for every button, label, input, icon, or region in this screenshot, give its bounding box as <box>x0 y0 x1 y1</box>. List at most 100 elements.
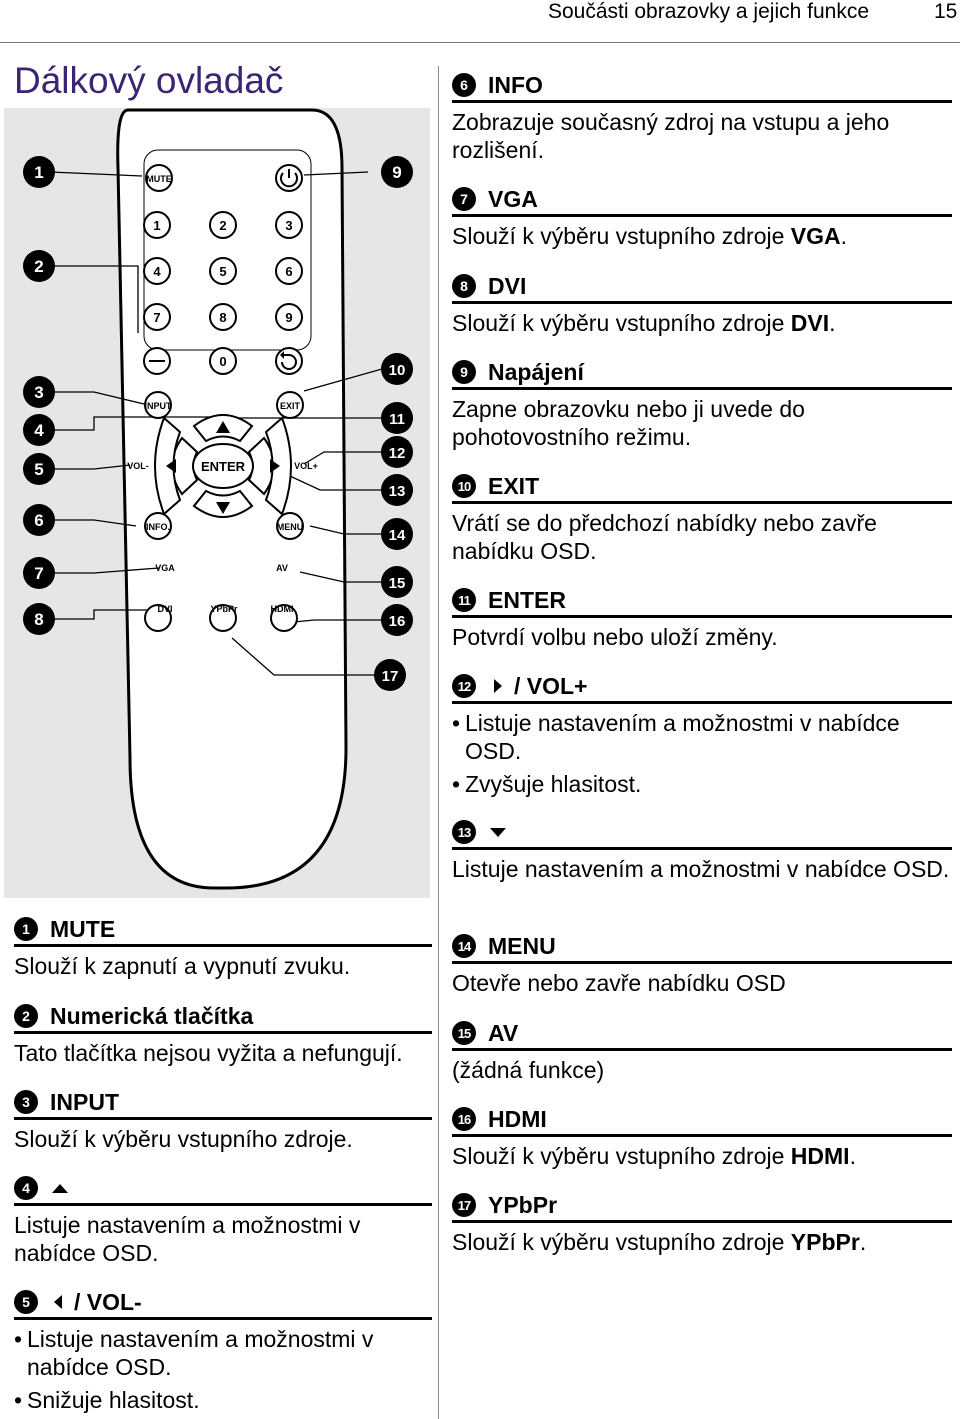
triangle-left-icon <box>54 1295 62 1309</box>
item-name: MENU <box>488 933 556 959</box>
item-number-badge: 17 <box>452 1193 476 1217</box>
hdmi-label: HDMI <box>271 604 294 614</box>
callout-12: 12 <box>389 445 406 462</box>
callout-17: 17 <box>382 668 399 685</box>
callout-7: 7 <box>34 564 43 583</box>
callout-2: 2 <box>34 257 43 276</box>
item-numeric: 2 Numerická tlačítka Tato tlačítka nejsou… <box>14 1001 432 1067</box>
enter-button-label: ENTER <box>201 459 246 474</box>
page-number: 15 <box>934 0 958 23</box>
item-number-badge: 6 <box>452 73 476 97</box>
item-number-badge: 7 <box>452 187 476 211</box>
item-right-vol-plus: 12/ VOL+ Listuje nastavením a možnostmi … <box>452 671 952 798</box>
exit-button-label: EXIT <box>280 401 301 411</box>
item-description: Slouží k výběru vstupního zdroje YPbPr. <box>452 1229 867 1255</box>
item-input: 3 INPUT Slouží k výběru vstupního zdroje. <box>14 1087 432 1153</box>
item-name: INFO <box>488 72 543 98</box>
item-info: 6 INFO Zobrazuje současný zdroj na vstupu… <box>452 70 952 164</box>
item-number-badge: 5 <box>14 1290 38 1314</box>
item-number-badge: 11 <box>452 588 476 612</box>
item-name: EXIT <box>488 473 540 499</box>
item-bullet: Snižuje hlasitost. <box>14 1386 432 1414</box>
item-description: Listuje nastavením a možnostmi v nabídce… <box>452 856 950 882</box>
remote-illustration: 1 2 3 4 5 6 7 8 9 10 11 12 13 14 15 16 1… <box>4 108 430 898</box>
item-description: Slouží k výběru vstupního zdroje DVI. <box>452 310 836 336</box>
svg-text:7: 7 <box>153 310 160 325</box>
triangle-up-icon <box>52 1183 68 1193</box>
callout-3: 3 <box>34 383 43 402</box>
item-name: VGA <box>488 186 538 212</box>
item-down: 13 Listuje nastavením a možnostmi v nabí… <box>452 817 952 883</box>
item-name: / VOL+ <box>514 672 588 699</box>
svg-text:5: 5 <box>219 264 226 279</box>
svg-text:0: 0 <box>219 354 226 369</box>
item-description: Slouží k výběru vstupního zdroje HDMI. <box>452 1143 856 1169</box>
input-button-label: INPUT <box>145 401 173 411</box>
item-enter: 11 ENTER Potvrdí volbu nebo uloží změny. <box>452 585 952 651</box>
page-title: Dálkový ovladač <box>14 60 284 101</box>
svg-text:3: 3 <box>285 218 292 233</box>
svg-text:8: 8 <box>219 310 226 325</box>
item-number-badge: 16 <box>452 1107 476 1131</box>
item-name: DVI <box>488 273 527 299</box>
item-number-badge: 3 <box>14 1090 38 1114</box>
item-name: Numerická tlačítka <box>50 1003 254 1029</box>
item-number-badge: 2 <box>14 1004 38 1028</box>
callout-10: 10 <box>389 362 406 379</box>
page-header: Součásti obrazovky a jejich funkce 15 <box>0 0 960 43</box>
av-label: AV <box>276 563 288 573</box>
dvi-label: DVI <box>157 604 172 614</box>
item-name: Napájení <box>488 359 584 385</box>
callout-1: 1 <box>34 163 43 182</box>
triangle-right-icon <box>494 679 502 693</box>
svg-text:4: 4 <box>153 264 161 279</box>
item-number-badge: 4 <box>14 1176 38 1200</box>
triangle-down-icon <box>490 827 506 837</box>
item-description: Vrátí se do předchozí nabídky nebo zavře… <box>452 510 877 564</box>
callout-14: 14 <box>389 527 406 544</box>
item-number-badge: 13 <box>452 820 476 844</box>
item-number-badge: 8 <box>452 274 476 298</box>
item-bullet: Zvyšuje hlasitost. <box>452 770 952 798</box>
item-description: (žádná funkce) <box>452 1057 605 1083</box>
item-description: Slouží k výběru vstupního zdroje. <box>14 1126 353 1152</box>
item-description: Zobrazuje současný zdroj na vstupu a jeh… <box>452 109 890 163</box>
item-exit: 10 EXIT Vrátí se do předchozí nabídky neb… <box>452 471 952 565</box>
item-name: ENTER <box>488 587 566 613</box>
callout-5: 5 <box>34 460 43 479</box>
item-av: 15 AV (žádná funkce) <box>452 1018 952 1084</box>
callout-4: 4 <box>34 421 44 440</box>
svg-text:6: 6 <box>285 264 292 279</box>
callout-11: 11 <box>389 411 405 428</box>
callout-15: 15 <box>389 575 406 592</box>
callout-13: 13 <box>389 483 406 500</box>
item-description: Tato tlačítka nejsou vyžita a nefungují. <box>14 1040 403 1066</box>
item-number-badge: 14 <box>452 934 476 958</box>
item-number-badge: 10 <box>452 474 476 498</box>
item-ypbpr: 17 YPbPr Slouží k výběru vstupního zdroje… <box>452 1190 952 1256</box>
item-number-badge: 9 <box>452 360 476 384</box>
svg-text:1: 1 <box>153 218 160 233</box>
item-number-badge: 1 <box>14 917 38 941</box>
vol-minus-label: VOL- <box>127 461 149 471</box>
item-hdmi: 16 HDMI Slouží k výběru vstupního zdroje … <box>452 1104 952 1170</box>
item-dvi: 8 DVI Slouží k výběru vstupního zdroje DV… <box>452 271 952 337</box>
callout-8: 8 <box>34 610 43 629</box>
item-name: MUTE <box>50 916 116 942</box>
vol-plus-label: VOL+ <box>294 461 318 471</box>
column-divider <box>438 66 439 1419</box>
item-bullet: Listuje nastavením a možnostmi v nabídce… <box>14 1325 432 1381</box>
item-name: YPbPr <box>488 1192 558 1218</box>
item-description: Potvrdí volbu nebo uloží změny. <box>452 624 778 650</box>
item-name: AV <box>488 1020 519 1046</box>
item-name: HDMI <box>488 1106 547 1132</box>
item-name: INPUT <box>50 1089 119 1115</box>
item-name: / VOL- <box>74 1288 142 1315</box>
section-title: Součásti obrazovky a jejich funkce <box>548 0 869 23</box>
callout-9: 9 <box>392 163 401 182</box>
info-button-label: INFO. <box>146 522 170 532</box>
item-number-badge: 15 <box>452 1021 476 1045</box>
